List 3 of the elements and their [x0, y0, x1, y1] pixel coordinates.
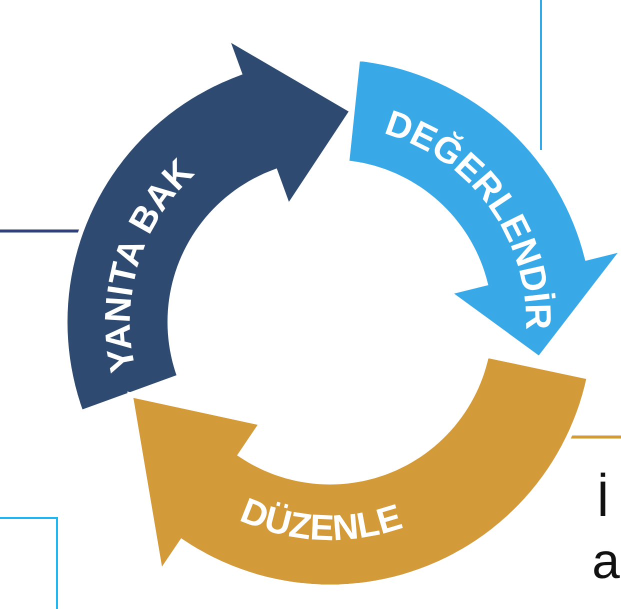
text-fragment: İ — [596, 474, 610, 524]
text-fragment: a — [592, 536, 620, 586]
cycle-step-label: DÜZENLE — [235, 489, 406, 548]
